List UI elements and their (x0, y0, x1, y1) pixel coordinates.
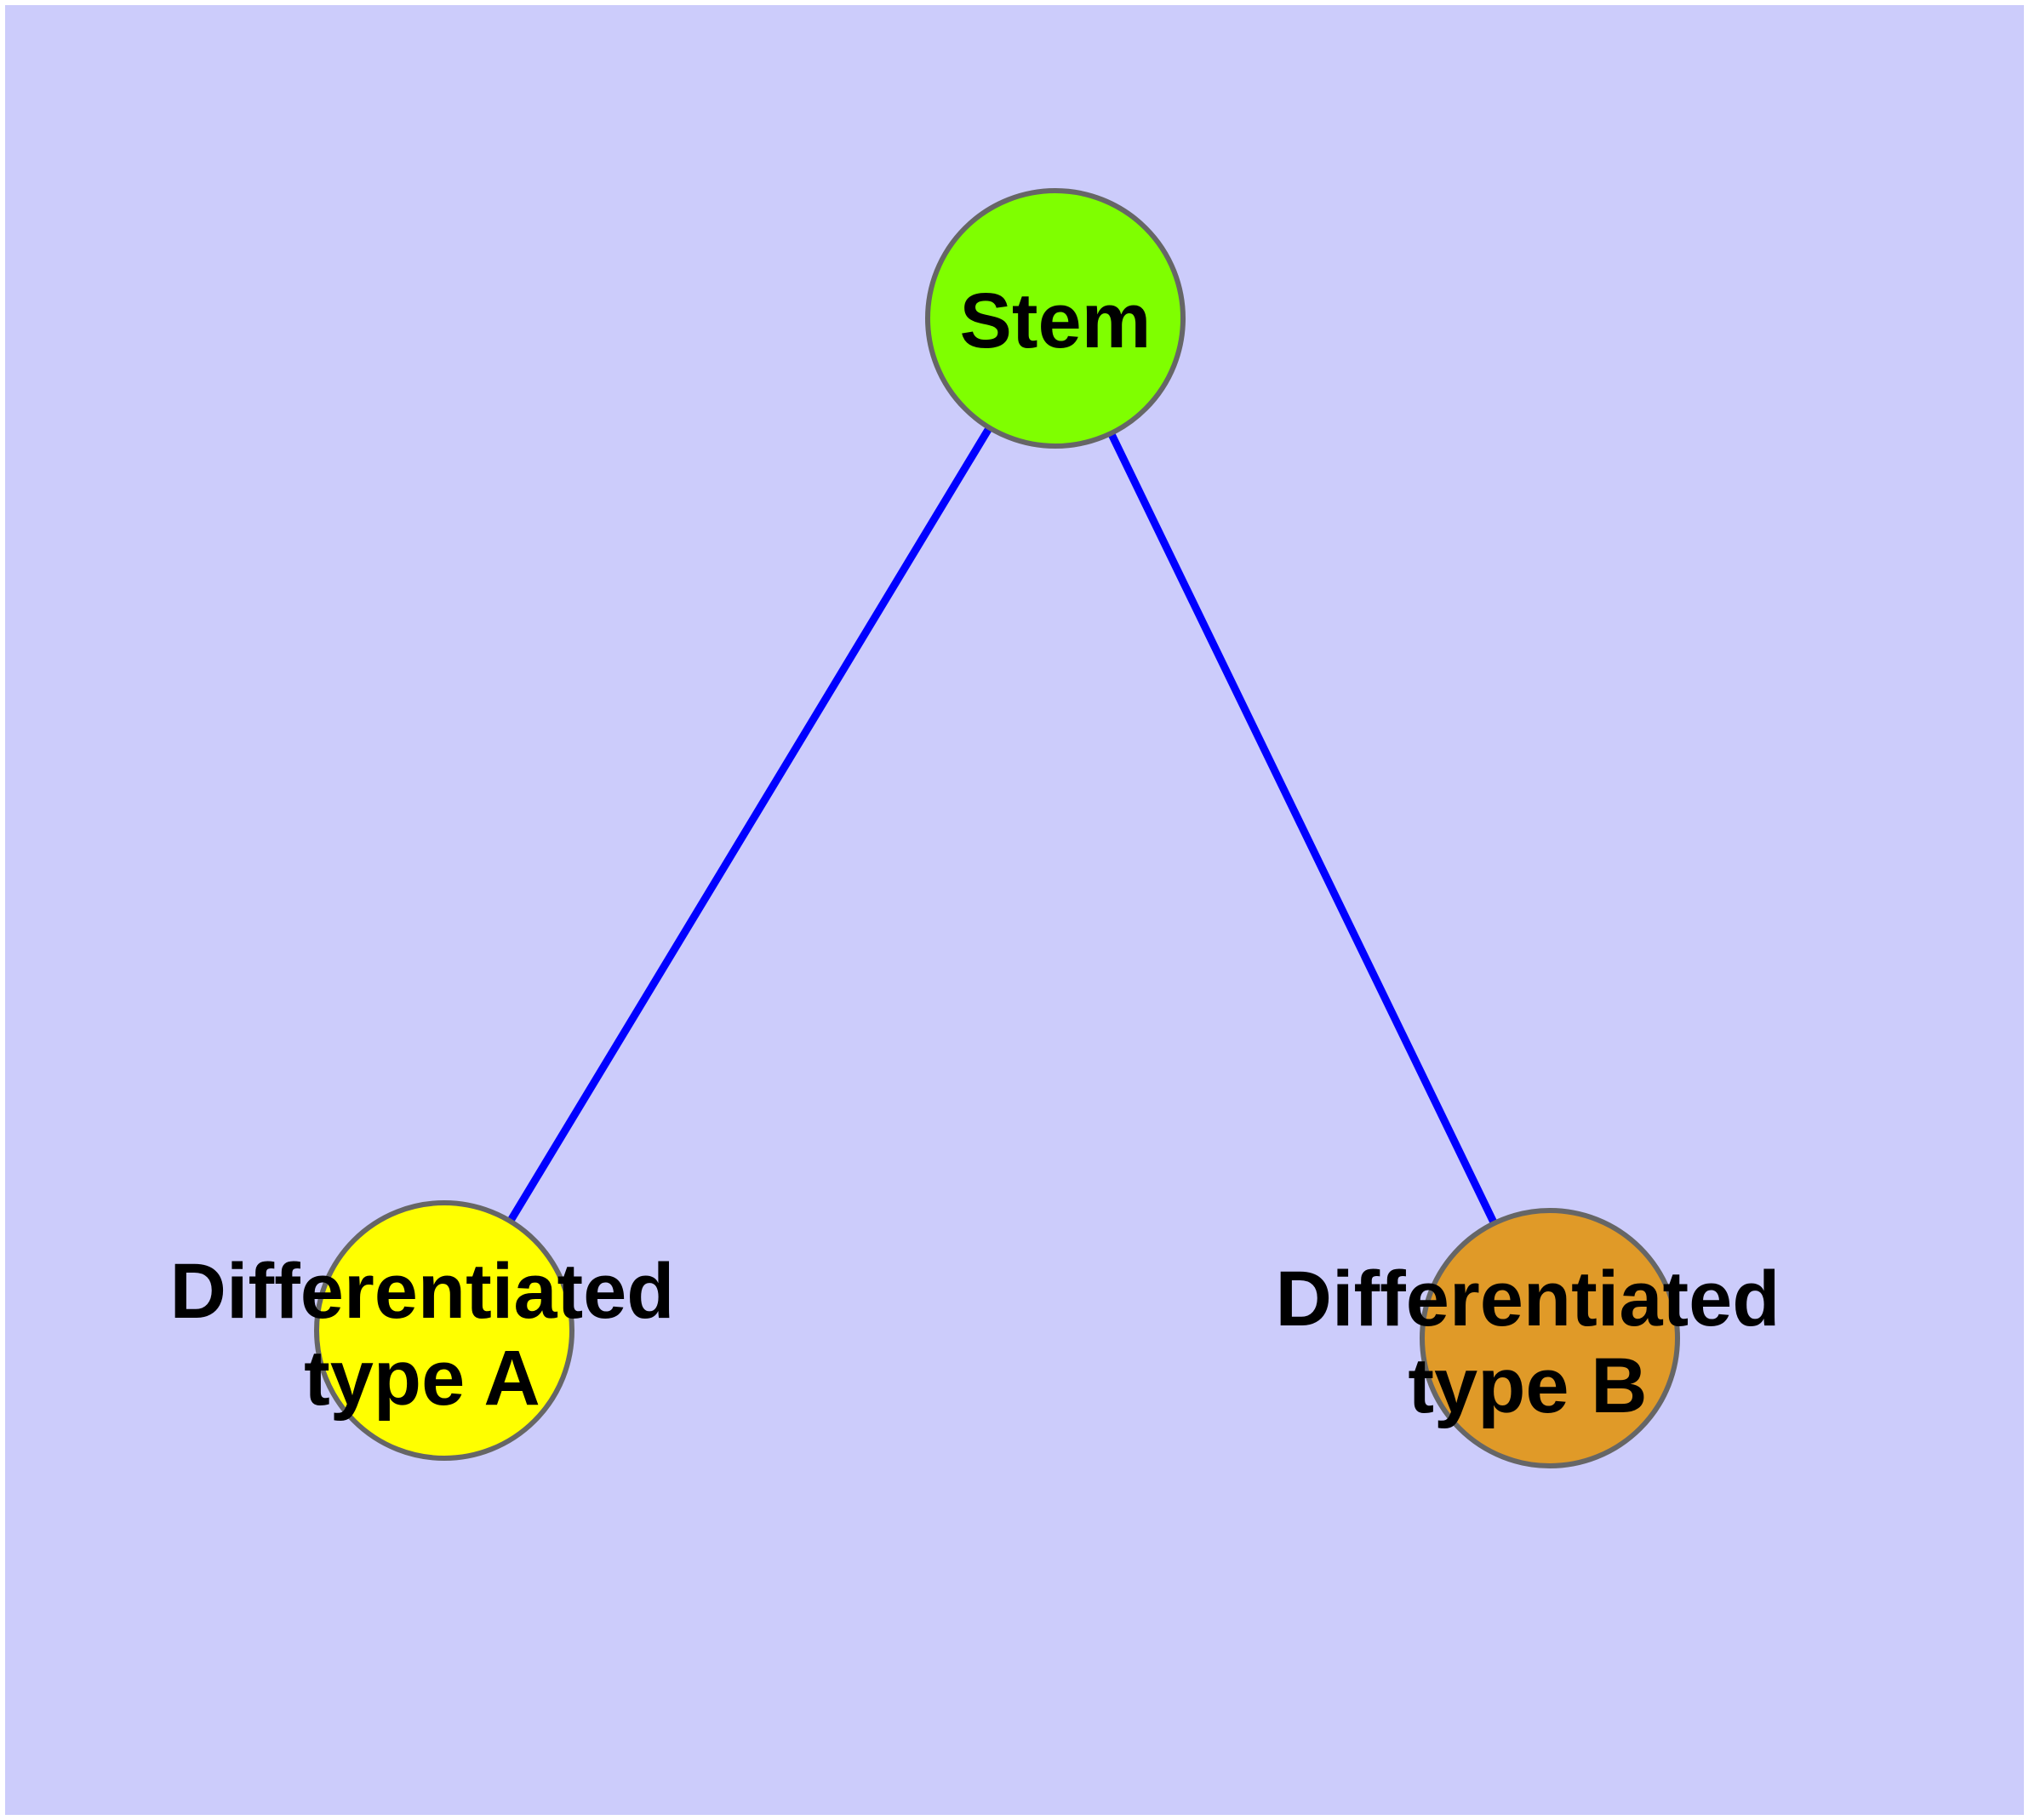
edge-stem-to-differentiated-type-a[interactable] (506, 426, 993, 1223)
node-differentiated-type-a[interactable]: Differentiated type A (170, 1200, 675, 1461)
node-differentiated-type-a-circle[interactable] (314, 1200, 574, 1461)
node-differentiated-type-b-circle[interactable] (1420, 1208, 1680, 1468)
node-differentiated-type-a-label-line-1: Differentiated (170, 1248, 675, 1335)
node-differentiated-type-a-label-line-2: type A (304, 1335, 540, 1422)
node-differentiated-type-b-label-line-2: type B (1408, 1342, 1647, 1429)
node-group: Stem Differentiated type A Differentiate… (170, 188, 1780, 1468)
edge-stem-to-differentiated-type-b[interactable] (1107, 432, 1498, 1225)
node-differentiated-type-b[interactable]: Differentiated type B (1276, 1208, 1780, 1468)
node-stem[interactable]: Stem (925, 188, 1186, 449)
node-stem-label: Stem (960, 278, 1152, 364)
node-stem-circle[interactable] (925, 188, 1186, 449)
node-differentiated-type-b-label-line-1: Differentiated (1276, 1256, 1780, 1342)
edge-group (506, 426, 1498, 1225)
